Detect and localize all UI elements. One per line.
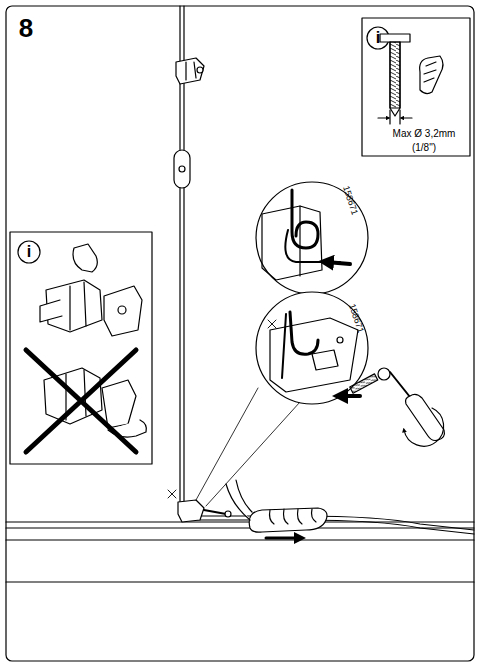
dimension-label: (1/8") — [412, 143, 436, 153]
cord-switch — [174, 150, 190, 188]
wall-edge — [6, 522, 474, 582]
detail-circle — [256, 182, 368, 294]
step-number: 8 — [19, 15, 33, 41]
position-mark — [168, 490, 176, 498]
info-panel — [362, 18, 470, 156]
cable-clip — [40, 244, 142, 336]
page-frame — [6, 6, 474, 661]
cable — [180, 6, 474, 534]
push-arrow — [266, 537, 300, 540]
cable-clip — [176, 58, 204, 84]
info-panel — [10, 232, 152, 464]
cable-clip — [178, 500, 231, 522]
info-icon-letter: i — [27, 244, 31, 260]
info-icon-letter: i — [376, 30, 380, 46]
leader-line — [196, 388, 300, 506]
screwdriver — [390, 372, 444, 446]
screw — [350, 368, 390, 393]
hand — [226, 480, 327, 532]
dimension-label: Max Ø 3,2mm — [393, 129, 456, 139]
cross-mark — [26, 350, 136, 452]
